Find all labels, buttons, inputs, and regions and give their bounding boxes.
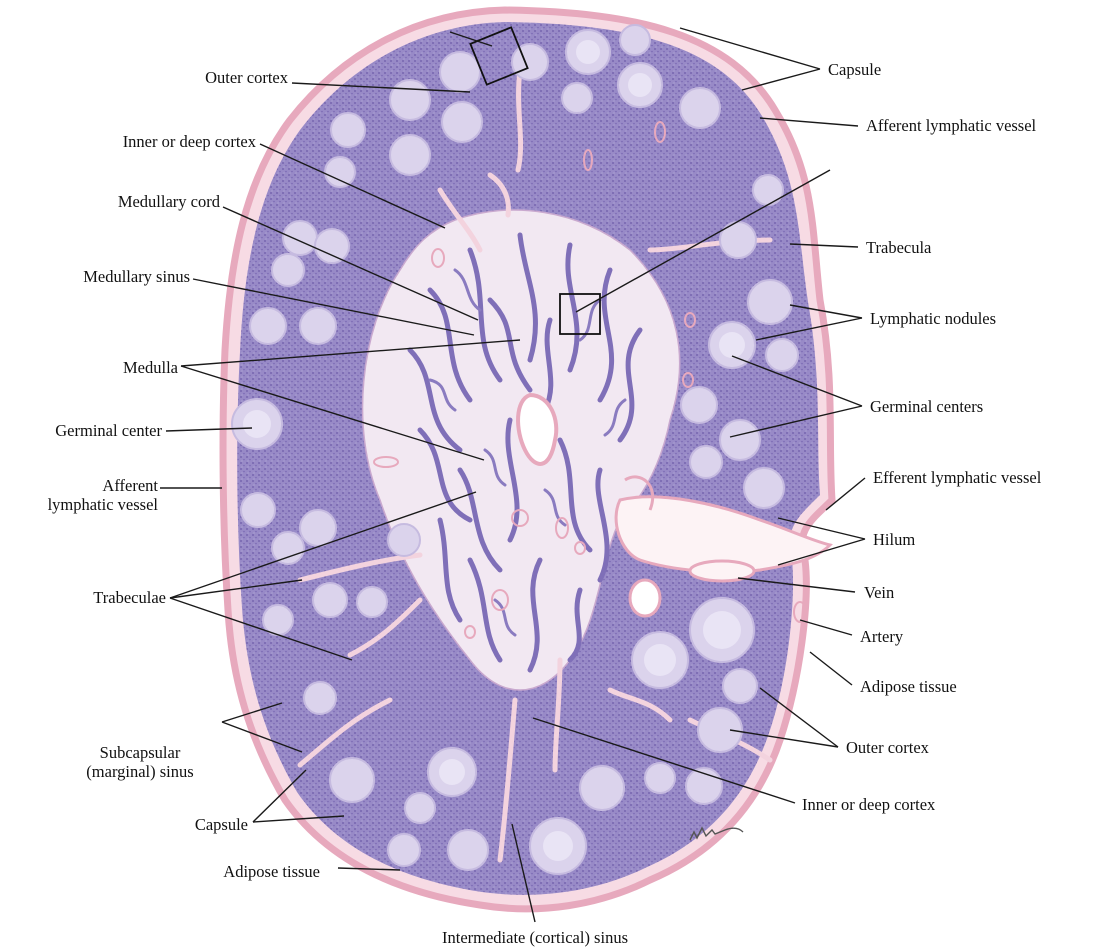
- label-germinal-center: Germinal center: [2, 421, 162, 440]
- label-subcapsular-line-1: Subcapsular: [60, 743, 220, 762]
- label-intermediate-sinus: Intermediate (cortical) sinus: [400, 928, 670, 947]
- label-germinal-centers: Germinal centers: [870, 397, 983, 416]
- label-subcapsular-sinus: Subcapsular (marginal) sinus: [60, 743, 220, 781]
- label-adipose-tissue-right: Adipose tissue: [860, 677, 957, 696]
- label-trabeculae: Trabeculae: [40, 588, 166, 607]
- label-outer-cortex-top: Outer cortex: [168, 68, 288, 87]
- label-capsule-bottom: Capsule: [140, 815, 248, 834]
- label-capsule-top: Capsule: [828, 60, 881, 79]
- vein-lumen: [690, 561, 754, 581]
- label-afferent-line-1: Afferent: [0, 476, 158, 495]
- label-adipose-tissue-bottom: Adipose tissue: [170, 862, 320, 881]
- label-afferent-lymphatic-vessel-right: Afferent lymphatic vessel: [866, 116, 1036, 135]
- label-afferent-line-2: lymphatic vessel: [0, 495, 158, 514]
- label-outer-cortex-bottom: Outer cortex: [846, 738, 929, 757]
- label-lymphatic-nodules: Lymphatic nodules: [870, 309, 996, 328]
- label-medullary-sinus: Medullary sinus: [20, 267, 190, 286]
- label-trabecula: Trabecula: [866, 238, 931, 257]
- label-hilum: Hilum: [873, 530, 915, 549]
- artery-lumen: [630, 580, 660, 616]
- label-vein: Vein: [864, 583, 894, 602]
- label-medulla: Medulla: [60, 358, 178, 377]
- label-subcapsular-line-2: (marginal) sinus: [60, 762, 220, 781]
- label-efferent-lymphatic-vessel: Efferent lymphatic vessel: [873, 468, 1041, 487]
- label-artery: Artery: [860, 627, 903, 646]
- label-inner-deep-cortex-bottom: Inner or deep cortex: [802, 795, 935, 814]
- label-inner-deep-cortex-top: Inner or deep cortex: [56, 132, 256, 151]
- label-afferent-lymphatic-vessel-left: Afferent lymphatic vessel: [0, 476, 158, 514]
- label-medullary-cord: Medullary cord: [60, 192, 220, 211]
